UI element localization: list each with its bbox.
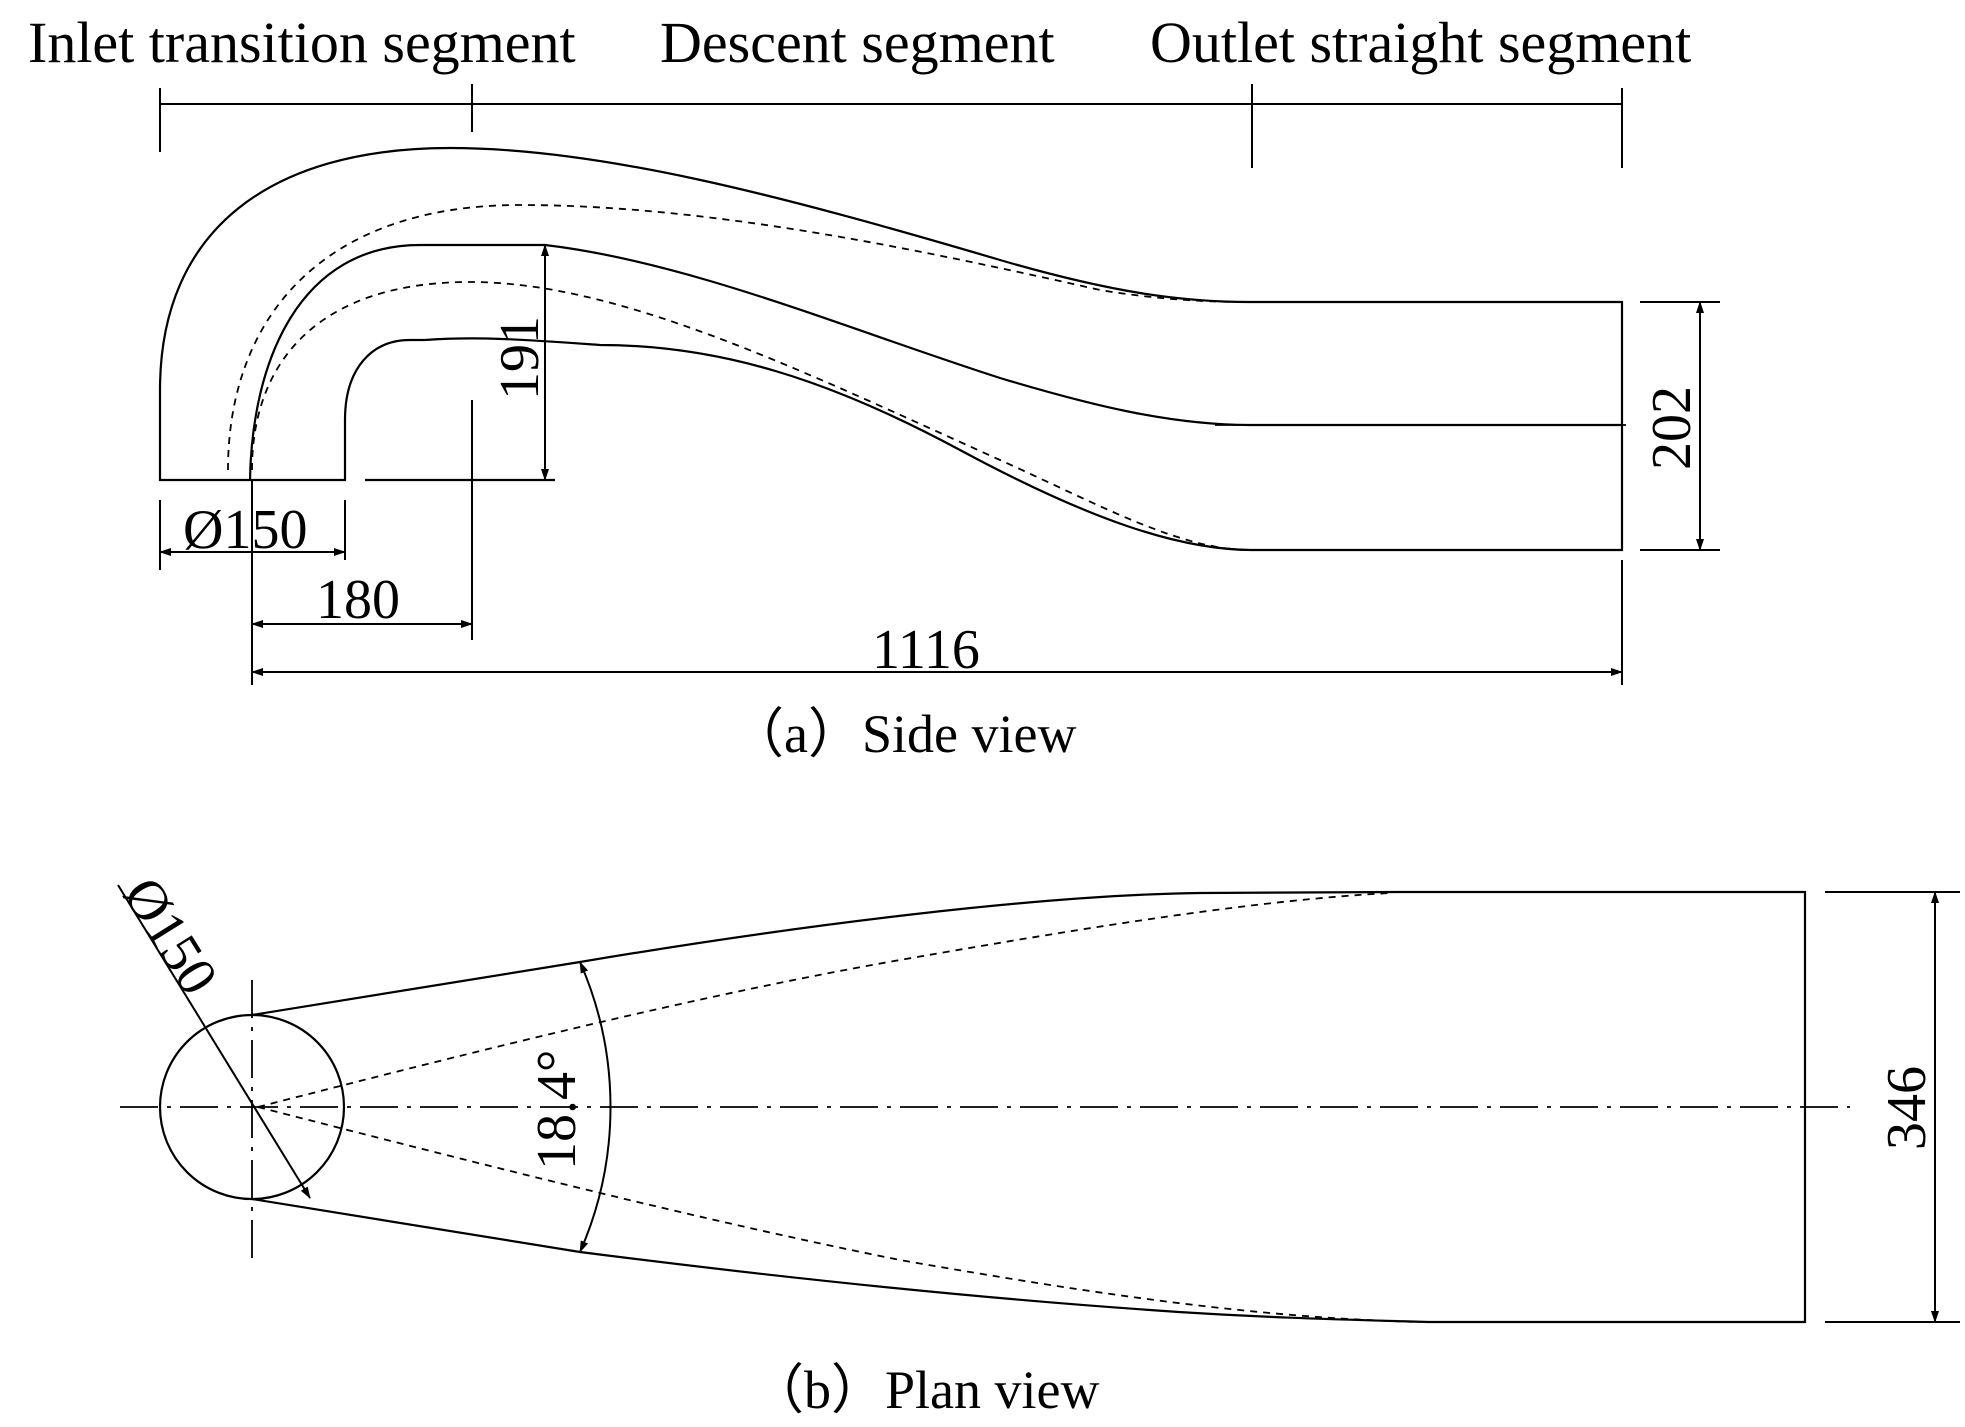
side-view: Ø150 180 191 202 1116 [158, 146, 1720, 685]
outlet-segment-label: Outlet straight segment [1150, 10, 1691, 75]
segment-dimension-line [159, 84, 1623, 168]
side-outlet-height-label: 202 [1641, 386, 1703, 470]
plan-angle-label: 18.4° [526, 1050, 588, 1170]
plan-inlet-diameter-label: Ø150 [111, 867, 230, 1005]
side-view-caption: （a）Side view [730, 704, 1076, 764]
descent-segment-label: Descent segment [660, 10, 1055, 75]
inlet-segment-label: Inlet transition segment [28, 10, 576, 75]
side-length-label: 1116 [872, 619, 980, 681]
side-outer-wall [158, 146, 1624, 552]
plan-view-caption: （b）Plan view [750, 1360, 1099, 1420]
side-hidden-upper [227, 204, 1251, 471]
side-offset-label: 180 [316, 569, 400, 631]
side-hidden-lower [251, 281, 1251, 551]
plan-hidden-lower [257, 1106, 1421, 1323]
plan-view: 18.4° Ø150 346 [111, 867, 1960, 1324]
side-rise-label: 191 [489, 316, 551, 400]
side-inner-wall [248, 243, 1622, 481]
plan-outlet-width-label: 346 [1876, 1066, 1938, 1150]
plan-upper-wall [251, 890, 1807, 1324]
side-inlet-diameter-label: Ø150 [183, 499, 307, 561]
